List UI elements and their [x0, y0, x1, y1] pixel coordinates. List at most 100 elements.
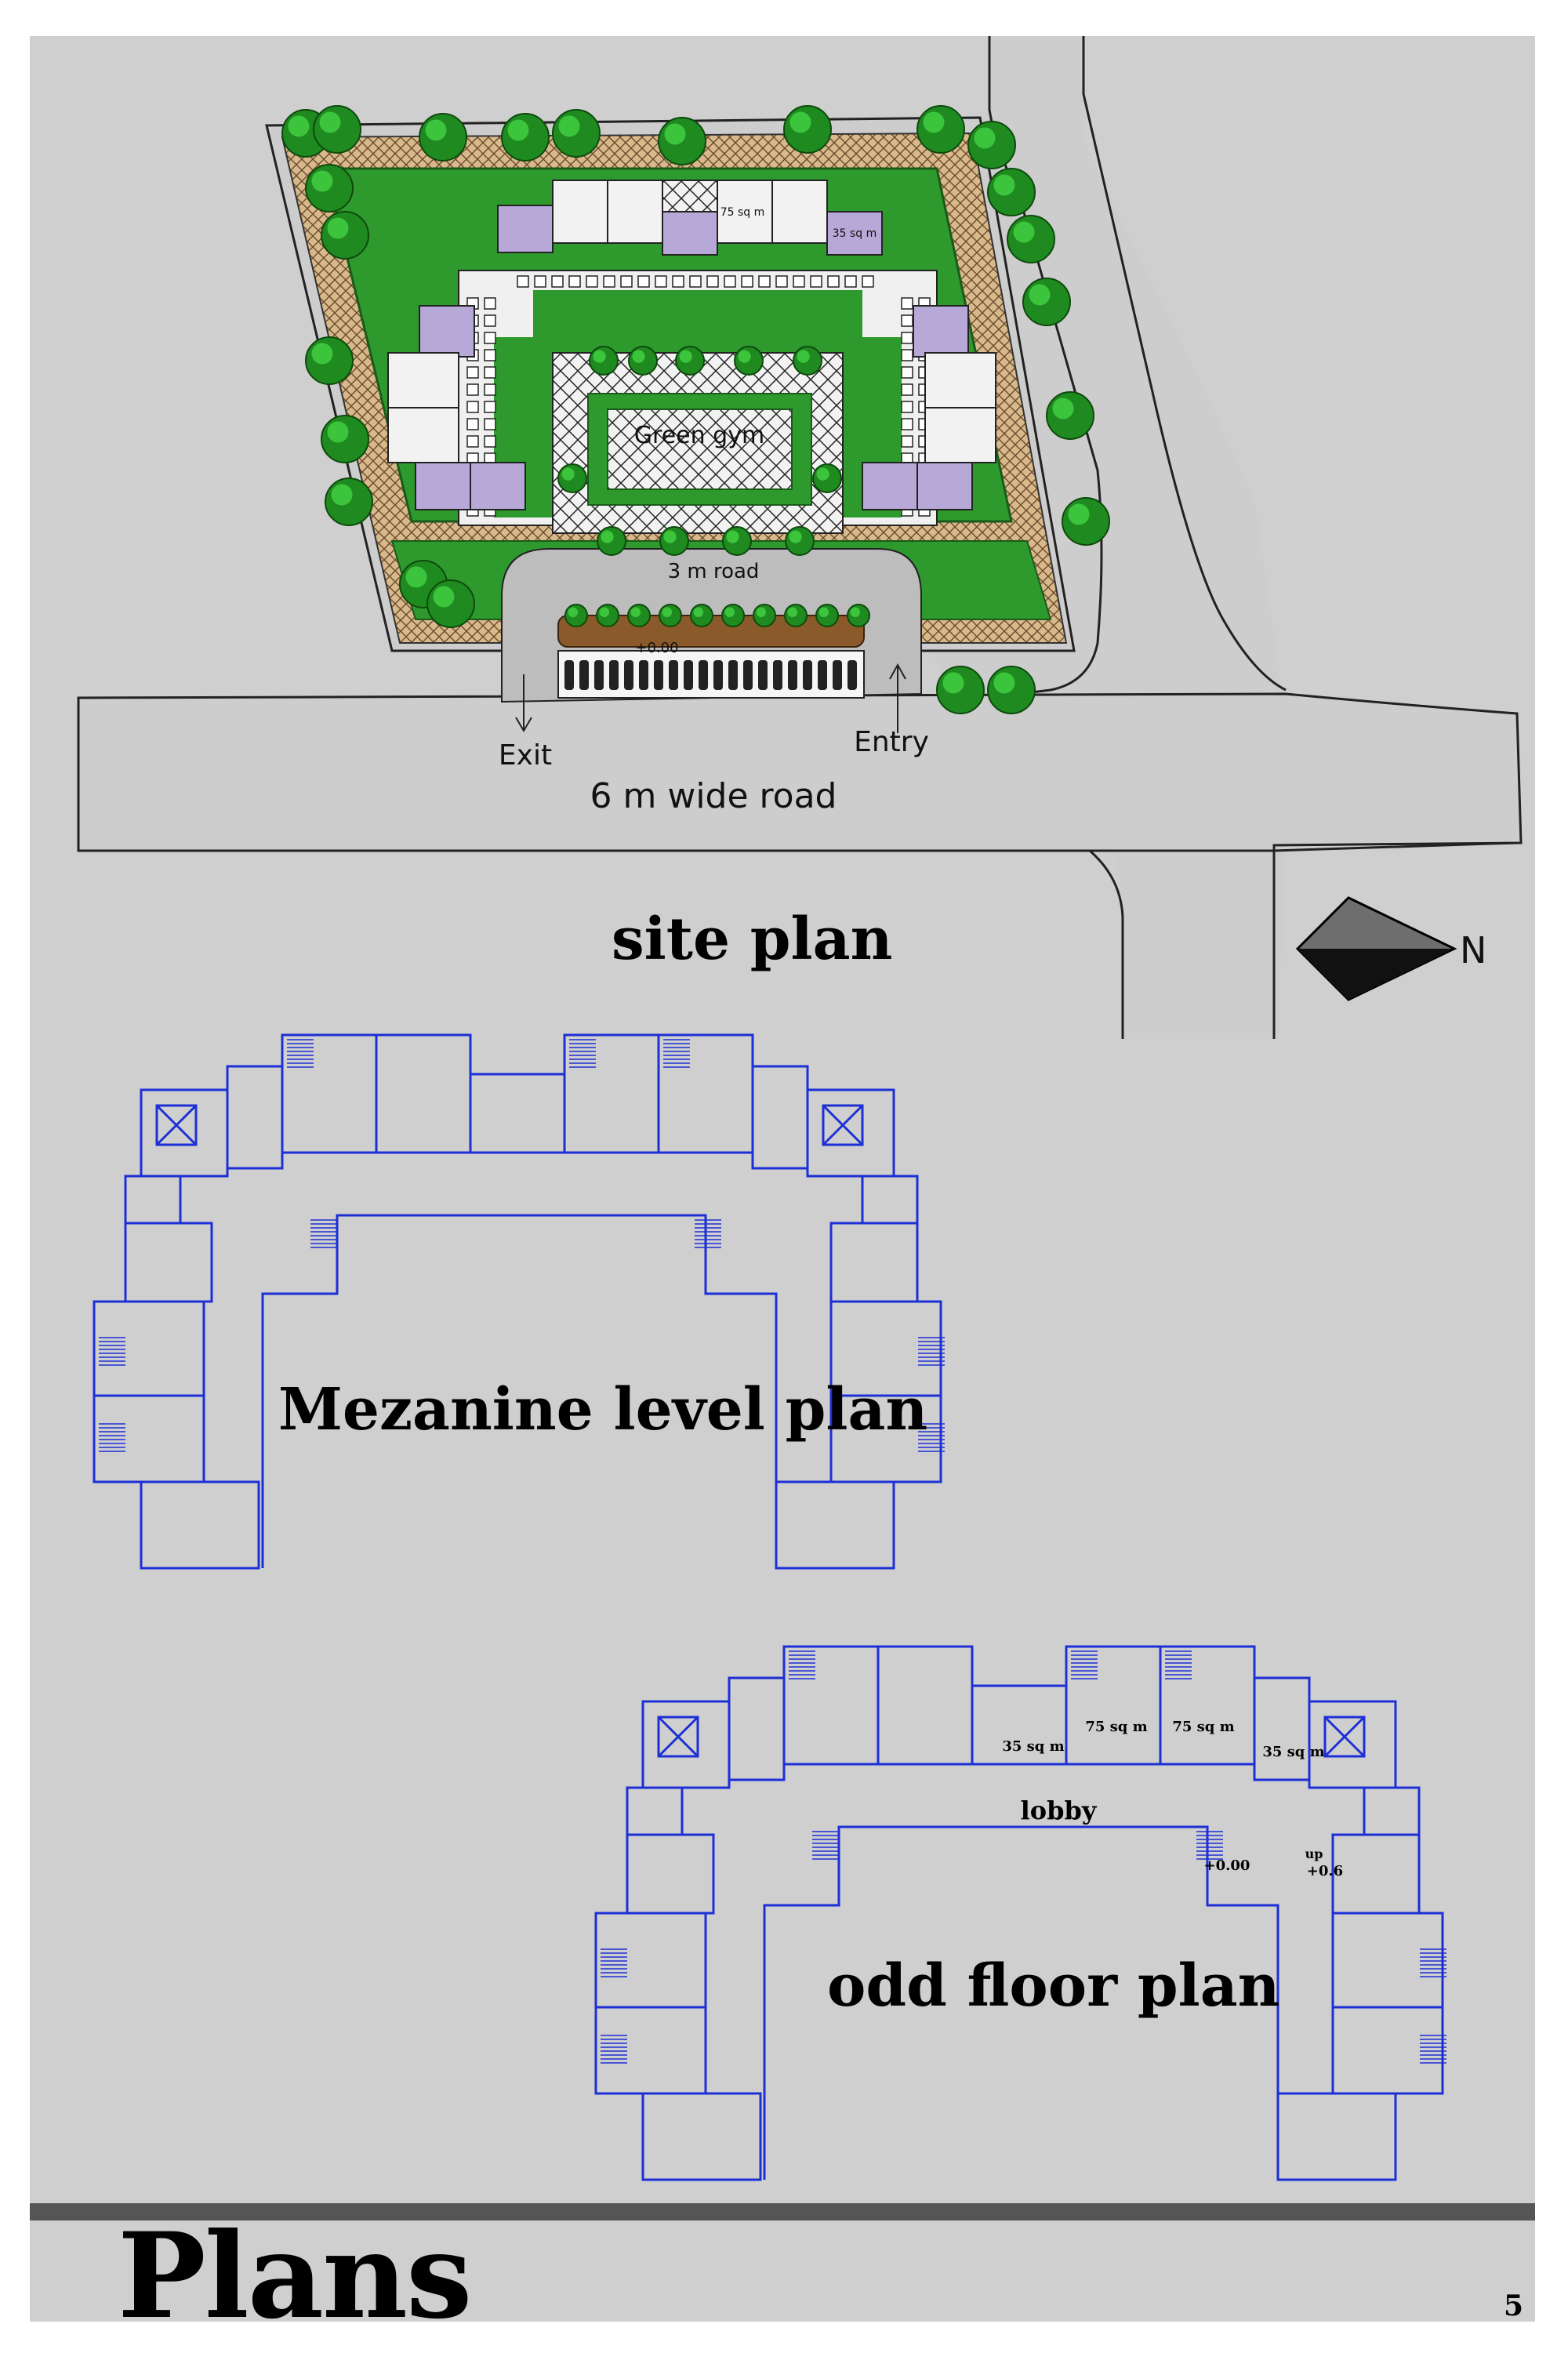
parked-car: [773, 660, 782, 690]
parked-car: [803, 660, 812, 690]
parked-cars: [564, 660, 857, 690]
tree-icon: [305, 336, 354, 385]
paving-square: [901, 383, 913, 396]
tree-icon: [589, 346, 619, 376]
tree-highlight: [1029, 284, 1051, 306]
tree-highlight: [738, 350, 751, 363]
paving-square: [517, 275, 529, 288]
tree-highlight: [327, 217, 349, 239]
odd-level-up: +0.6: [1307, 1863, 1343, 1879]
main-road-label: 6 m wide road: [590, 776, 837, 816]
lift-cross: [155, 1104, 198, 1146]
paving-square: [901, 435, 913, 448]
odd-unit-75-left: 75 sq m: [1085, 1719, 1147, 1735]
tree-icon: [721, 604, 745, 627]
lift-shaft: [657, 1716, 699, 1758]
courtyard-outline: [763, 1825, 1279, 2180]
parked-car: [669, 660, 678, 690]
inner-road-label: 3 m road: [668, 560, 760, 583]
tree-highlight: [593, 350, 606, 363]
tree-highlight: [561, 467, 575, 481]
paving-square: [655, 275, 667, 288]
tree-icon: [1007, 215, 1055, 263]
tree-highlight: [974, 127, 996, 149]
tree-highlight: [630, 607, 641, 618]
tree-highlight: [1052, 398, 1074, 419]
tree-highlight: [327, 421, 349, 443]
site-plan: Green gym 75 sq m 35 sq m: [77, 36, 1523, 1039]
paving-square: [758, 275, 771, 288]
tree-highlight: [726, 530, 739, 543]
tree-highlight: [433, 586, 455, 608]
courtyard-outline: [261, 1214, 778, 1568]
building-block: [662, 180, 718, 212]
site-plan-heading: site plan: [612, 906, 893, 973]
parked-car: [699, 660, 708, 690]
building-block: [552, 180, 608, 244]
tree-highlight: [331, 484, 353, 506]
tree-icon: [793, 346, 822, 376]
paving-square: [901, 314, 913, 327]
paving-square: [466, 401, 479, 413]
north-label: N: [1460, 929, 1486, 971]
parked-car: [594, 660, 604, 690]
exit-arrow-icon: [515, 674, 532, 732]
tree-highlight: [693, 607, 704, 618]
plan-room: [226, 1065, 284, 1170]
paving-square: [637, 275, 650, 288]
tree-highlight: [664, 123, 686, 145]
building-block: [862, 462, 918, 510]
paving-square: [484, 332, 496, 344]
paving-square: [484, 383, 496, 396]
north-arrow-icon: [1295, 896, 1457, 1001]
building-block: [826, 211, 883, 256]
tree-highlight: [850, 607, 861, 618]
tree-highlight: [311, 170, 333, 192]
building-block: [771, 180, 828, 244]
paving-square: [620, 275, 633, 288]
building-block: [470, 462, 526, 510]
tree-icon: [313, 105, 361, 154]
tree-icon: [552, 109, 601, 158]
lift-cross: [1323, 1716, 1366, 1758]
odd-floor-labels: 35 sq m 75 sq m 75 sq m 35 sq m lobby +0…: [1002, 1719, 1343, 1879]
mezzanine-plan: [93, 1033, 945, 1570]
tree-icon: [722, 526, 752, 556]
main-road: [77, 692, 1523, 852]
parked-car: [654, 660, 663, 690]
paving-square: [466, 366, 479, 379]
site-unit-75-label: 75 sq m: [720, 206, 765, 219]
paving-square: [793, 275, 805, 288]
parked-car: [833, 660, 842, 690]
tree-highlight: [288, 115, 310, 137]
paving-square: [844, 275, 857, 288]
lift-shaft: [1323, 1716, 1366, 1758]
parked-car: [564, 660, 574, 690]
paving-square: [586, 275, 598, 288]
tree-icon: [501, 113, 550, 162]
tree-icon: [321, 211, 369, 260]
plan-room: [806, 1088, 895, 1178]
tree-icon: [1062, 497, 1110, 546]
parked-car: [684, 660, 693, 690]
tree-icon: [419, 113, 467, 162]
odd-level-ground: +0.00: [1204, 1857, 1250, 1874]
tree-icon: [785, 526, 815, 556]
building-block: [924, 407, 996, 463]
paving-square: [484, 435, 496, 448]
building-block: [662, 211, 718, 256]
paving-square: [901, 297, 913, 310]
tree-icon: [597, 526, 626, 556]
tree-highlight: [662, 607, 673, 618]
tree-icon: [987, 666, 1036, 714]
tree-icon: [936, 666, 985, 714]
tree-highlight: [507, 119, 529, 141]
paving-square: [672, 275, 684, 288]
tree-icon: [734, 346, 764, 376]
page-title: Plans: [118, 2207, 472, 2345]
tree-highlight: [311, 343, 333, 365]
paving-square: [484, 297, 496, 310]
tree-highlight: [632, 350, 645, 363]
tree-icon: [753, 604, 776, 627]
page-number: 5: [1504, 2289, 1524, 2322]
